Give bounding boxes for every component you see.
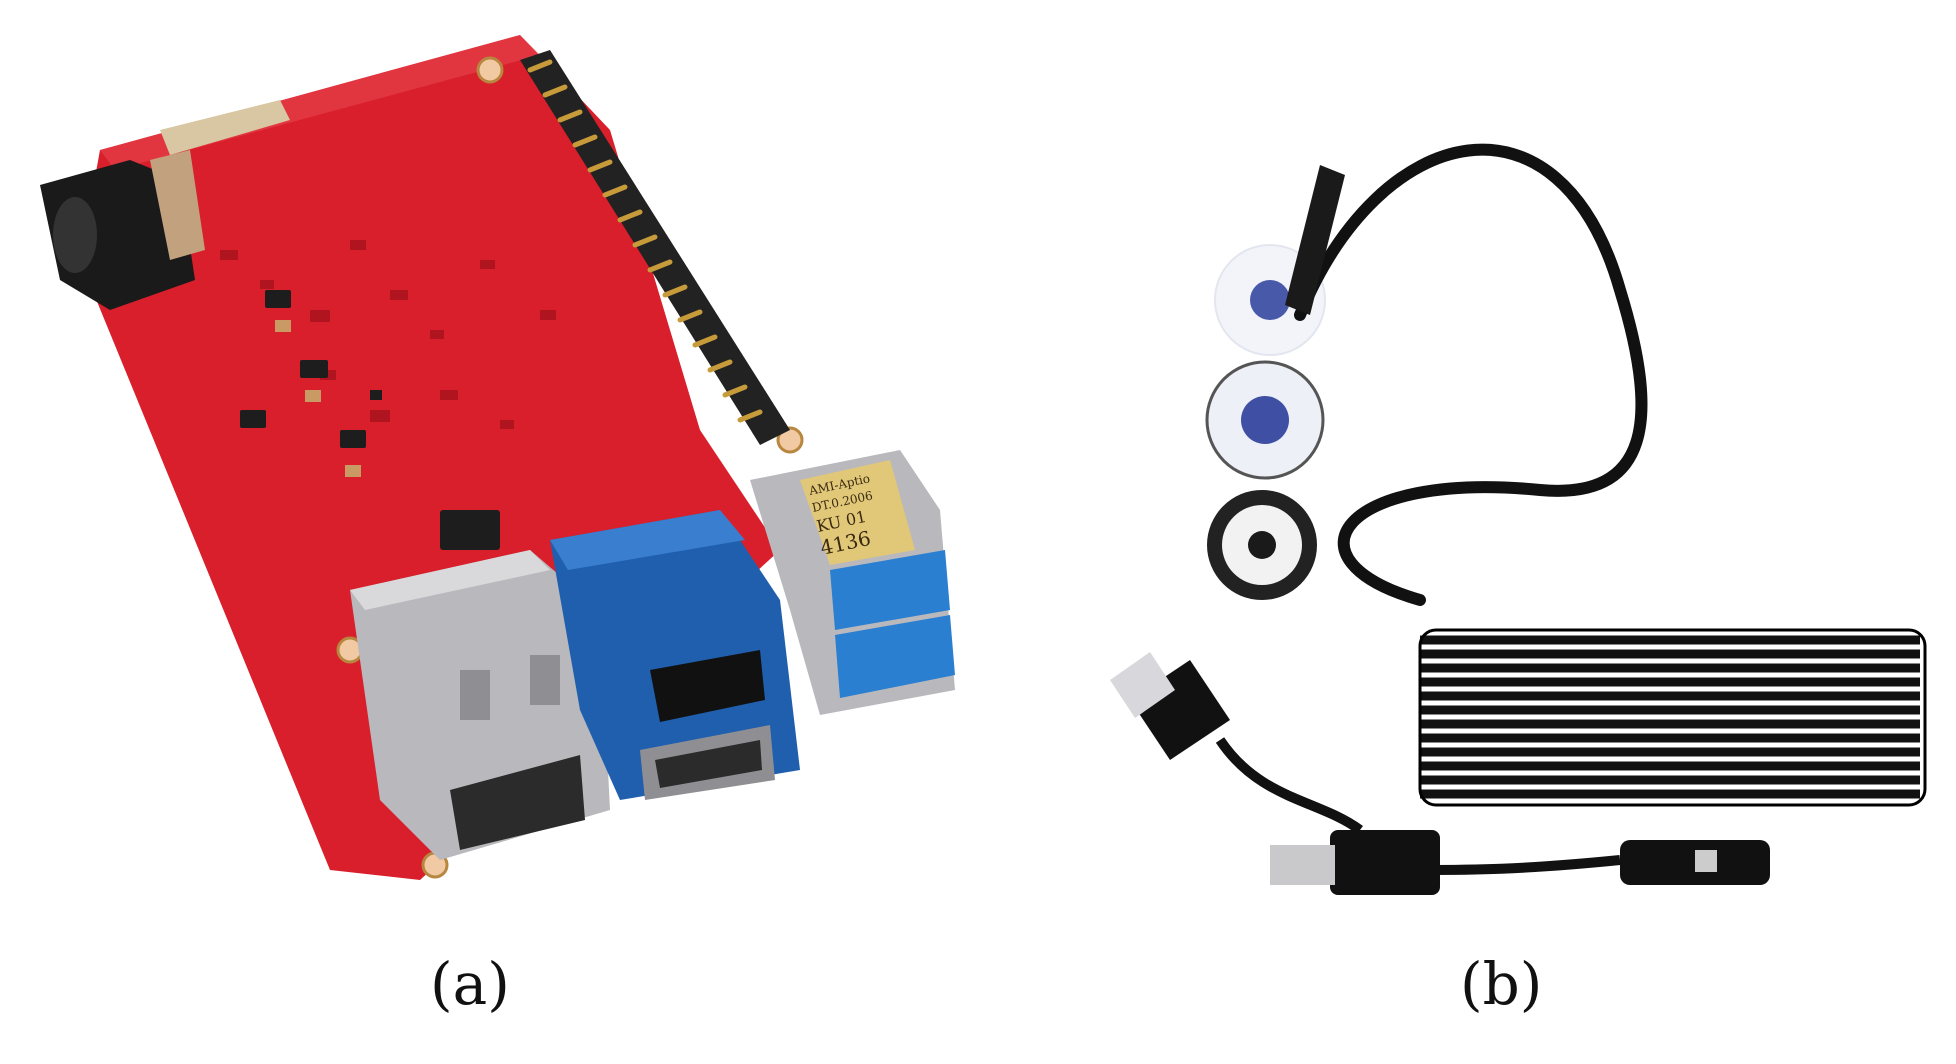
endoscope-photo bbox=[1000, 40, 1940, 900]
usb-connector bbox=[1110, 652, 1621, 895]
panel-b-caption: (b) bbox=[1460, 950, 1543, 1018]
gpio-header bbox=[520, 50, 790, 445]
fpc-connector bbox=[160, 100, 290, 155]
endoscope-cable bbox=[1294, 143, 1648, 606]
smd-chips bbox=[240, 290, 500, 550]
usb3-stack: AMI-Aptio DT.0.2006 KU 01 4136 bbox=[750, 450, 955, 715]
lens-view-2 bbox=[1205, 360, 1325, 480]
camera-head bbox=[1285, 165, 1345, 315]
lens-view-3 bbox=[1207, 490, 1317, 600]
panel-a-caption: (a) bbox=[430, 950, 510, 1018]
mounting-holes bbox=[336, 56, 804, 879]
ethernet-port bbox=[350, 550, 610, 860]
board-illustration: AMI-Aptio DT.0.2006 KU 01 4136 bbox=[40, 35, 955, 880]
bios-chip bbox=[800, 460, 915, 565]
usb2-hdmi-stack bbox=[550, 510, 800, 800]
board-photo: AMI-Aptio DT.0.2006 KU 01 4136 bbox=[20, 10, 970, 890]
capacitors bbox=[275, 320, 361, 477]
power-jack bbox=[40, 150, 205, 310]
cable-coil bbox=[1420, 635, 1920, 799]
endoscope-illustration bbox=[1110, 143, 1927, 895]
